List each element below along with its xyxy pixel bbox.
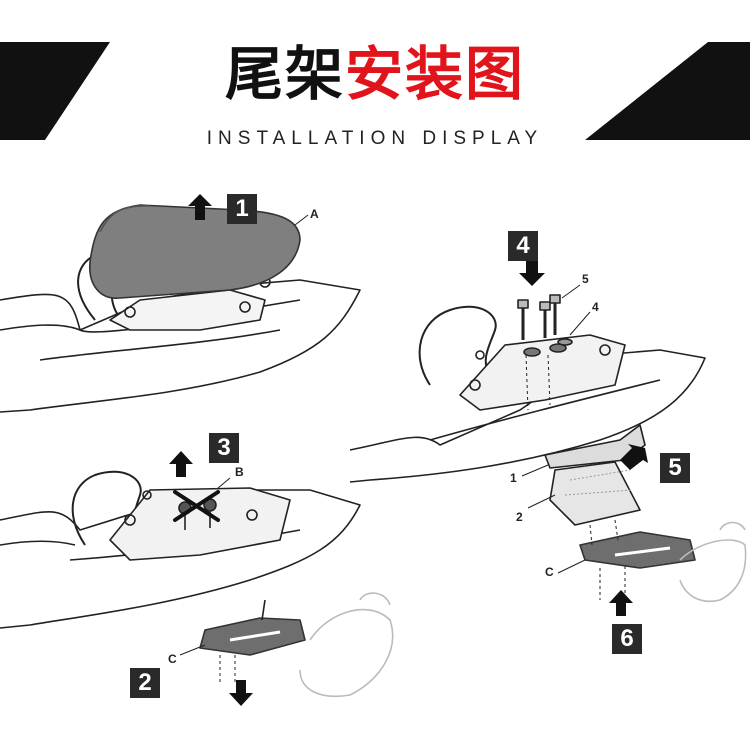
label-b: B: [235, 465, 244, 479]
label-c-left: C: [168, 652, 177, 666]
step-badge-5: 5: [660, 453, 690, 483]
label-a: A: [310, 207, 319, 221]
part-2-bracket: [550, 462, 640, 525]
bolt-5-middle: [540, 302, 550, 338]
label-part-2: 2: [516, 510, 523, 524]
bracket-c-right: [580, 532, 695, 568]
label-c-right: C: [545, 565, 554, 579]
panel-4-bracket-install: [350, 295, 746, 601]
arrow-up-step6: [609, 590, 633, 616]
step-badge-4: 4: [508, 231, 538, 261]
corner-decoration-right: [585, 42, 750, 140]
step-badge-3: 3: [209, 433, 239, 463]
panel-1-seat-removal: [0, 205, 360, 412]
corner-decoration-left: [0, 42, 110, 140]
bolt-5-left: [518, 300, 528, 340]
bolt-5-right: [550, 295, 560, 335]
label-part-4: 4: [592, 300, 599, 314]
label-part-5: 5: [582, 272, 589, 286]
label-part-1: 1: [510, 471, 517, 485]
step-badge-1: 1: [227, 194, 257, 224]
step-badge-2: 2: [130, 668, 160, 698]
arrow-down-step4: [519, 258, 545, 286]
arrow-down-step2: [229, 680, 253, 706]
step-badge-6: 6: [612, 624, 642, 654]
arrow-up-step3: [169, 451, 193, 477]
